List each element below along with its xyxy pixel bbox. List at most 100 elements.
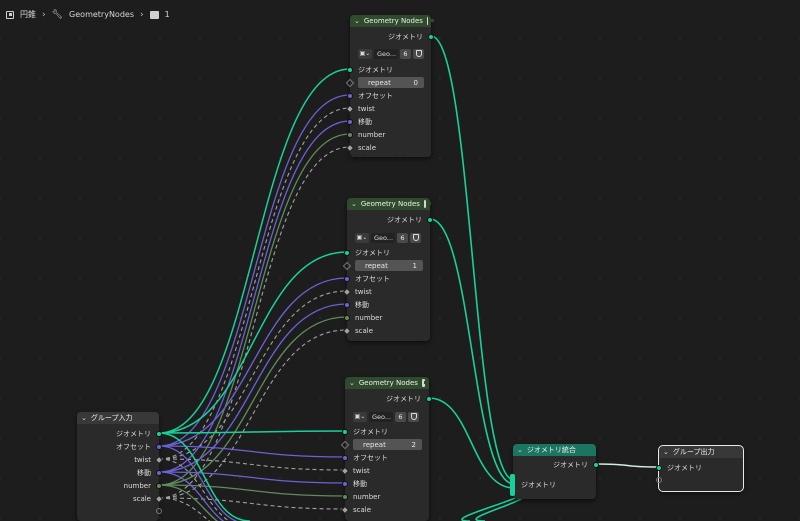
integer-socket[interactable] (347, 131, 353, 138)
input-move: 移動 (347, 115, 431, 128)
vector-socket[interactable] (347, 118, 353, 125)
vector-socket[interactable] (344, 301, 350, 308)
integer-socket[interactable] (344, 314, 350, 321)
node-tree-selector[interactable]: ▣⌄ Geo... 6 (355, 232, 421, 243)
input-scale: scale (345, 141, 431, 154)
output-geometry: ジオメトリ (345, 392, 432, 405)
node-header[interactable]: ⌄ ジオメトリ統合 (513, 444, 596, 456)
tree-name-field[interactable]: Geo... (369, 411, 393, 422)
input-scale: scale (342, 324, 430, 337)
socket-label: ジオメトリ (355, 248, 390, 257)
node-tree-browse-icon[interactable]: ▣⌄ (358, 48, 372, 59)
repeat-field[interactable]: repeat 2 (353, 439, 422, 450)
collapse-chevron-icon[interactable]: ⌄ (351, 200, 357, 208)
geometry-nodes-group-node-2[interactable]: ⌄ Geometry Nodes ジオメトリ ▣⌄ Geo... 6 ジオメトリ… (342, 198, 433, 341)
node-tree-icon (421, 379, 430, 387)
collapse-chevron-icon[interactable]: ⌄ (517, 446, 523, 454)
repeat-field[interactable]: repeat 1 (355, 260, 423, 271)
socket-label: ジオメトリ (388, 32, 423, 41)
socket-label: ジオメトリ (553, 460, 588, 469)
node-title: Geometry Nodes (363, 17, 423, 25)
socket-label: 移動 (358, 117, 372, 126)
node-link (158, 107, 351, 460)
geometry-socket[interactable] (428, 33, 434, 40)
vector-socket[interactable] (342, 480, 348, 487)
node-tree-selector[interactable]: ▣⌄ Geo... 6 (358, 48, 424, 59)
vector-socket[interactable] (156, 469, 162, 476)
input-geometry: ジオメトリ (347, 63, 431, 76)
node-link (158, 329, 348, 499)
socket-label: scale (358, 143, 377, 152)
input-twist: twist (345, 102, 431, 115)
socket-label: number (123, 481, 151, 490)
group-output-node[interactable]: ⌄ グループ出力 ジオメトリ (656, 445, 744, 492)
geometry-socket[interactable] (344, 249, 350, 256)
geometry-socket[interactable] (426, 395, 432, 402)
vector-socket[interactable] (156, 443, 162, 450)
node-header[interactable]: ⌄ グループ出力 (659, 446, 743, 458)
output-geometry: ジオメトリ (350, 30, 434, 43)
tree-name-field[interactable]: Geo... (374, 48, 398, 59)
fake-user-shield-icon[interactable] (410, 232, 421, 243)
output-geometry: ジオメトリ (513, 458, 599, 471)
tree-name-field[interactable]: Geo... (371, 232, 395, 243)
vector-socket[interactable] (342, 454, 348, 461)
node-link (595, 463, 660, 468)
socket-label: twist (358, 104, 375, 113)
integer-socket[interactable] (342, 493, 348, 500)
geometry-socket[interactable] (593, 461, 599, 468)
node-header[interactable]: ⌄ Geometry Nodes (350, 15, 434, 27)
node-tree-selector[interactable]: ▣⌄ Geo... 6 (353, 411, 419, 422)
multi-input-socket[interactable] (510, 474, 515, 496)
node-tree-icon (149, 10, 159, 19)
geometry-nodes-group-node-1[interactable]: ⌄ Geometry Nodes ジオメトリ ▣⌄ Geo... 6 ジオメトリ… (345, 15, 434, 157)
user-count[interactable]: 6 (395, 411, 406, 422)
node-title: Geometry Nodes (360, 200, 420, 208)
user-count[interactable]: 6 (400, 48, 411, 59)
node-link (158, 68, 351, 434)
empty-socket[interactable] (156, 508, 162, 514)
geometry-nodes-group-node-3[interactable]: ⌄ Geometry Nodes ジオメトリ ▣⌄ Geo... 6 ジオメトリ… (340, 377, 432, 521)
input-number: number (344, 311, 430, 324)
output-twist: twist (77, 453, 164, 466)
geometry-socket[interactable] (347, 66, 353, 73)
geometry-socket[interactable] (342, 428, 348, 435)
input-offset: オフセット (342, 451, 429, 464)
vector-socket[interactable] (347, 92, 353, 99)
fake-user-shield-icon[interactable] (413, 48, 424, 59)
collapse-chevron-icon[interactable]: ⌄ (81, 414, 87, 422)
node-header[interactable]: ⌄ Geometry Nodes (345, 377, 430, 389)
collapse-chevron-icon[interactable]: ⌄ (663, 448, 669, 456)
breadcrumb-object[interactable]: 円錐 (20, 10, 36, 19)
integer-socket[interactable] (156, 482, 162, 489)
node-header[interactable]: ⌄ グループ入力 (77, 412, 159, 424)
geometry-socket[interactable] (156, 430, 162, 437)
output-number: number (77, 479, 162, 492)
vector-socket[interactable] (344, 275, 350, 282)
geometry-socket[interactable] (427, 216, 433, 223)
collapse-chevron-icon[interactable]: ⌄ (349, 379, 355, 387)
collapse-chevron-icon[interactable]: ⌄ (354, 17, 360, 25)
breadcrumb-tree[interactable]: GeometryNodes (69, 10, 134, 19)
empty-socket[interactable] (656, 477, 662, 483)
node-tree-browse-icon[interactable]: ▣⌄ (353, 411, 367, 422)
node-link (158, 445, 346, 458)
geometry-socket[interactable] (656, 464, 662, 471)
node-link (158, 471, 346, 484)
fake-user-shield-icon[interactable] (408, 411, 419, 422)
node-link (158, 94, 351, 447)
node-tree-icon (423, 200, 432, 208)
input-geometry: ジオメトリ (656, 461, 743, 474)
socket-label: twist (355, 287, 372, 296)
join-geometry-node[interactable]: ⌄ ジオメトリ統合 ジオメトリ ジオメトリ (510, 444, 599, 499)
field-value: 2 (411, 440, 416, 449)
field-label: repeat (363, 440, 386, 449)
socket-label: オフセット (358, 91, 393, 100)
group-input-node[interactable]: ⌄ グループ入力 ジオメトリ オフセット twist 移動 number sca… (77, 412, 164, 521)
node-link (158, 430, 346, 434)
repeat-field[interactable]: repeat 0 (358, 77, 424, 88)
node-tree-browse-icon[interactable]: ▣⌄ (355, 232, 369, 243)
node-header[interactable]: ⌄ Geometry Nodes (347, 198, 432, 210)
node-title: Geometry Nodes (358, 379, 418, 387)
user-count[interactable]: 6 (397, 232, 408, 243)
